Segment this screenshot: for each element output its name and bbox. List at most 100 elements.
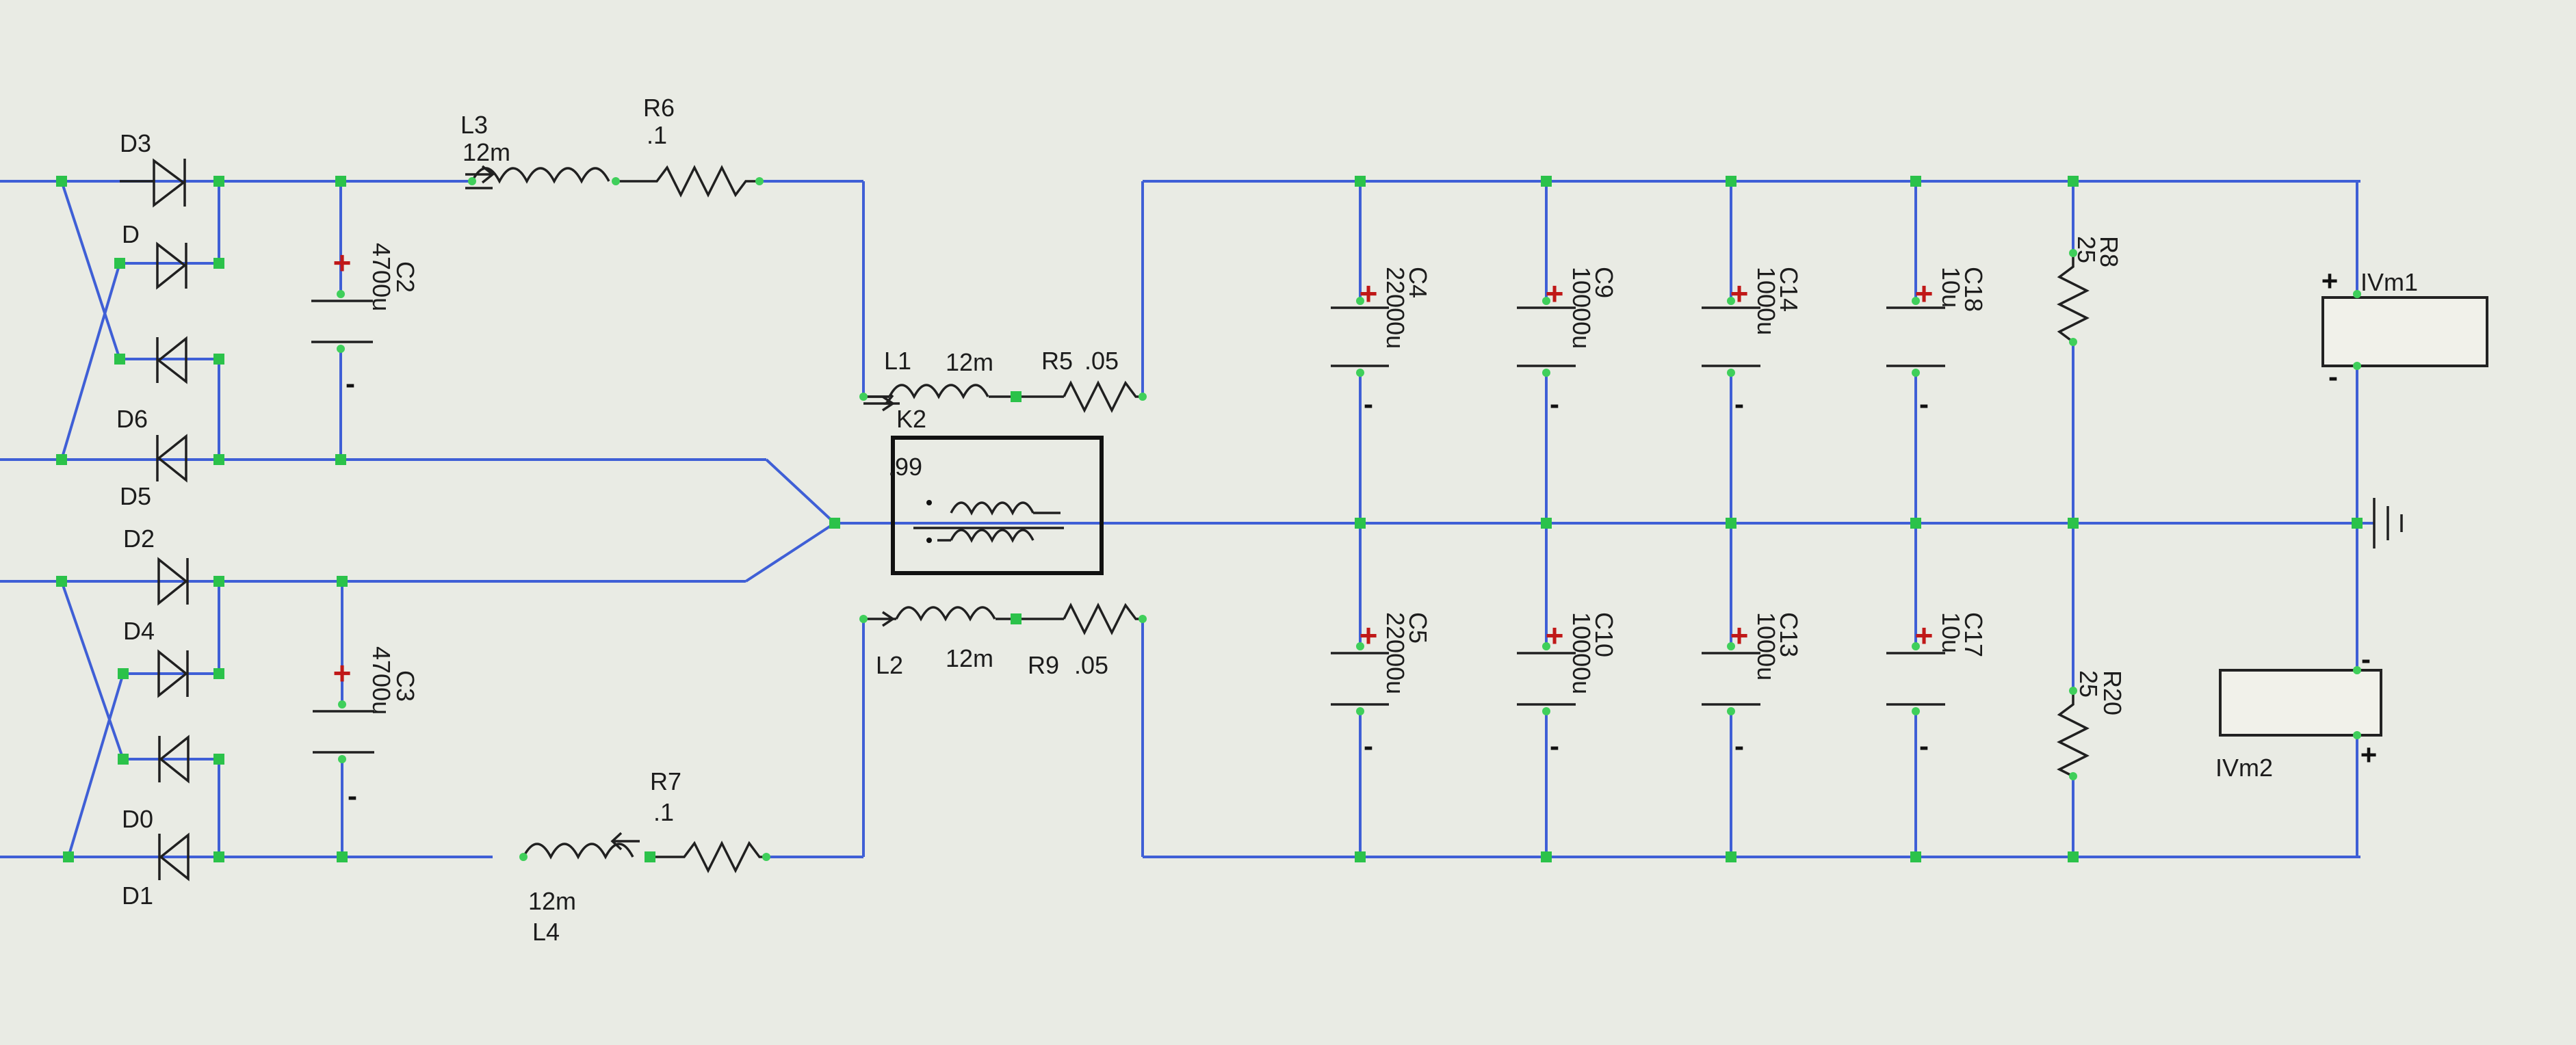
capacitor-c4[interactable]: + - C4 22000u xyxy=(1331,267,1432,420)
capacitor-c14[interactable]: + - C14 1000u xyxy=(1702,267,1803,420)
svg-text:-: - xyxy=(1364,730,1373,762)
coupling-k2[interactable]: K2 .99 xyxy=(863,395,1104,575)
capacitor-c13-value: 1000u xyxy=(1752,612,1780,680)
junction-node xyxy=(118,668,129,679)
resistor-r7[interactable]: R7 .1 xyxy=(650,767,766,873)
junction-node xyxy=(2352,518,2363,529)
capacitor-c10[interactable]: + - C10 10000u xyxy=(1517,612,1618,762)
svg-text:+: + xyxy=(1546,276,1564,311)
resistor-r5-name: R5 xyxy=(1041,347,1073,375)
inductor-l1[interactable]: L1 12m xyxy=(863,347,993,405)
resistor-r20-value: 25 xyxy=(2074,670,2103,698)
capacitor-c10-name: C10 xyxy=(1590,612,1618,657)
pin-node xyxy=(1912,297,1920,305)
capacitor-c3[interactable]: + - C3 4700u xyxy=(313,646,419,812)
junction-node xyxy=(1541,518,1552,529)
pin-node xyxy=(1542,707,1550,715)
junction-node xyxy=(335,176,346,187)
pin-node xyxy=(1727,369,1735,377)
capacitor-c5[interactable]: + - C5 22000u xyxy=(1331,612,1432,762)
resistor-r5-value: .05 xyxy=(1084,347,1119,375)
junction-node xyxy=(2068,518,2079,529)
capacitor-c14-value: 1000u xyxy=(1752,267,1780,335)
resistor-r5[interactable]: R5 .05 xyxy=(989,347,1143,413)
pin-node xyxy=(338,700,346,709)
meter-ivm1-label: IVm1 xyxy=(2360,268,2418,296)
junction-node xyxy=(56,576,67,587)
inductor-l4-value: 12m xyxy=(528,887,576,915)
junction-node xyxy=(1011,613,1022,624)
capacitor-c2[interactable]: + - C2 4700u xyxy=(311,243,419,399)
resistor-r8[interactable]: R8 25 xyxy=(2057,236,2123,343)
capacitor-c17[interactable]: + - C17 10u xyxy=(1886,612,1988,762)
junction-node xyxy=(213,668,224,679)
resistor-r7-value: .1 xyxy=(653,798,674,826)
inductor-l4[interactable]: 12m L4 xyxy=(522,832,640,946)
meter-ivm2-label: IVm2 xyxy=(2215,754,2273,782)
diode-d0[interactable]: D0 xyxy=(122,735,190,833)
svg-text:-: - xyxy=(1734,388,1744,420)
diode-d3[interactable]: D3 xyxy=(120,129,186,208)
junction-node xyxy=(1355,176,1366,187)
junction-node xyxy=(2068,851,2079,862)
junction-nodes xyxy=(56,176,2363,862)
junction-node xyxy=(213,851,224,862)
junction-node xyxy=(213,454,224,465)
diode-d5[interactable]: D5 xyxy=(120,434,187,510)
svg-text:-: - xyxy=(1364,388,1373,420)
coupling-k2-value: .99 xyxy=(888,453,922,481)
diode-d-label: D xyxy=(122,220,140,248)
inductor-l2[interactable]: L2 12m xyxy=(863,606,996,679)
meter-ivm1[interactable]: + - IVm1 xyxy=(2321,265,2488,393)
junction-node xyxy=(1541,176,1552,187)
pin-node xyxy=(1139,393,1147,401)
capacitor-c18[interactable]: + - C18 10u xyxy=(1886,267,1988,420)
resistor-r6-value: .1 xyxy=(647,121,667,149)
diode-d6[interactable]: D6 xyxy=(116,336,187,433)
capacitor-c3-value: 4700u xyxy=(367,646,395,715)
junction-node xyxy=(1726,176,1736,187)
junction-node xyxy=(1910,518,1921,529)
transformer-box xyxy=(891,436,1104,575)
meter-ivm2[interactable]: - + IVm2 xyxy=(2215,643,2382,782)
svg-text:+: + xyxy=(333,245,352,280)
resistor-r9-value: .05 xyxy=(1074,651,1108,679)
inductor-l3[interactable]: L3 12m xyxy=(460,111,610,189)
capacitor-c18-value: 10u xyxy=(1937,267,1965,308)
capacitor-c14-name: C14 xyxy=(1775,267,1803,312)
capacitor-c13[interactable]: + - C13 1000u xyxy=(1702,612,1803,762)
diode-d1[interactable]: D1 xyxy=(122,832,190,910)
junction-node xyxy=(1910,851,1921,862)
resistor-r9[interactable]: R9 .05 xyxy=(996,603,1143,679)
svg-text:+: + xyxy=(1359,276,1378,311)
svg-text:-: - xyxy=(2328,360,2338,393)
capacitor-c4-value: 22000u xyxy=(1381,267,1409,349)
junction-node xyxy=(114,354,125,365)
junction-node xyxy=(213,754,224,765)
junction-node xyxy=(2068,176,2079,187)
diode-d4-label: D4 xyxy=(123,617,155,645)
capacitor-c9-value: 10000u xyxy=(1567,267,1596,349)
capacitor-c9[interactable]: + - C9 10000u xyxy=(1517,267,1618,420)
diode-d2-label: D2 xyxy=(123,525,155,553)
capacitor-c2-value: 4700u xyxy=(367,243,395,311)
pin-node xyxy=(1912,707,1920,715)
capacitor-c10-value: 10000u xyxy=(1567,612,1596,694)
capacitor-c17-value: 10u xyxy=(1937,612,1965,653)
pin-node xyxy=(1356,642,1364,650)
diode-d2[interactable]: D2 xyxy=(123,525,189,606)
resistor-r20[interactable]: R20 25 xyxy=(2057,670,2126,778)
resistor-r6[interactable]: R6 .1 xyxy=(616,94,759,198)
junction-node xyxy=(337,851,348,862)
pin-node xyxy=(2353,290,2361,298)
diode-d[interactable]: D xyxy=(122,220,187,290)
pin-node xyxy=(2069,772,2077,780)
svg-text:-: - xyxy=(1919,388,1929,420)
capacitor-c5-value: 22000u xyxy=(1381,612,1409,694)
diode-d4[interactable]: D4 xyxy=(123,617,189,698)
pin-node xyxy=(2353,362,2361,370)
junction-node xyxy=(213,176,224,187)
inductor-l2-name: L2 xyxy=(876,651,903,679)
inductor-l2-value: 12m xyxy=(946,644,993,672)
